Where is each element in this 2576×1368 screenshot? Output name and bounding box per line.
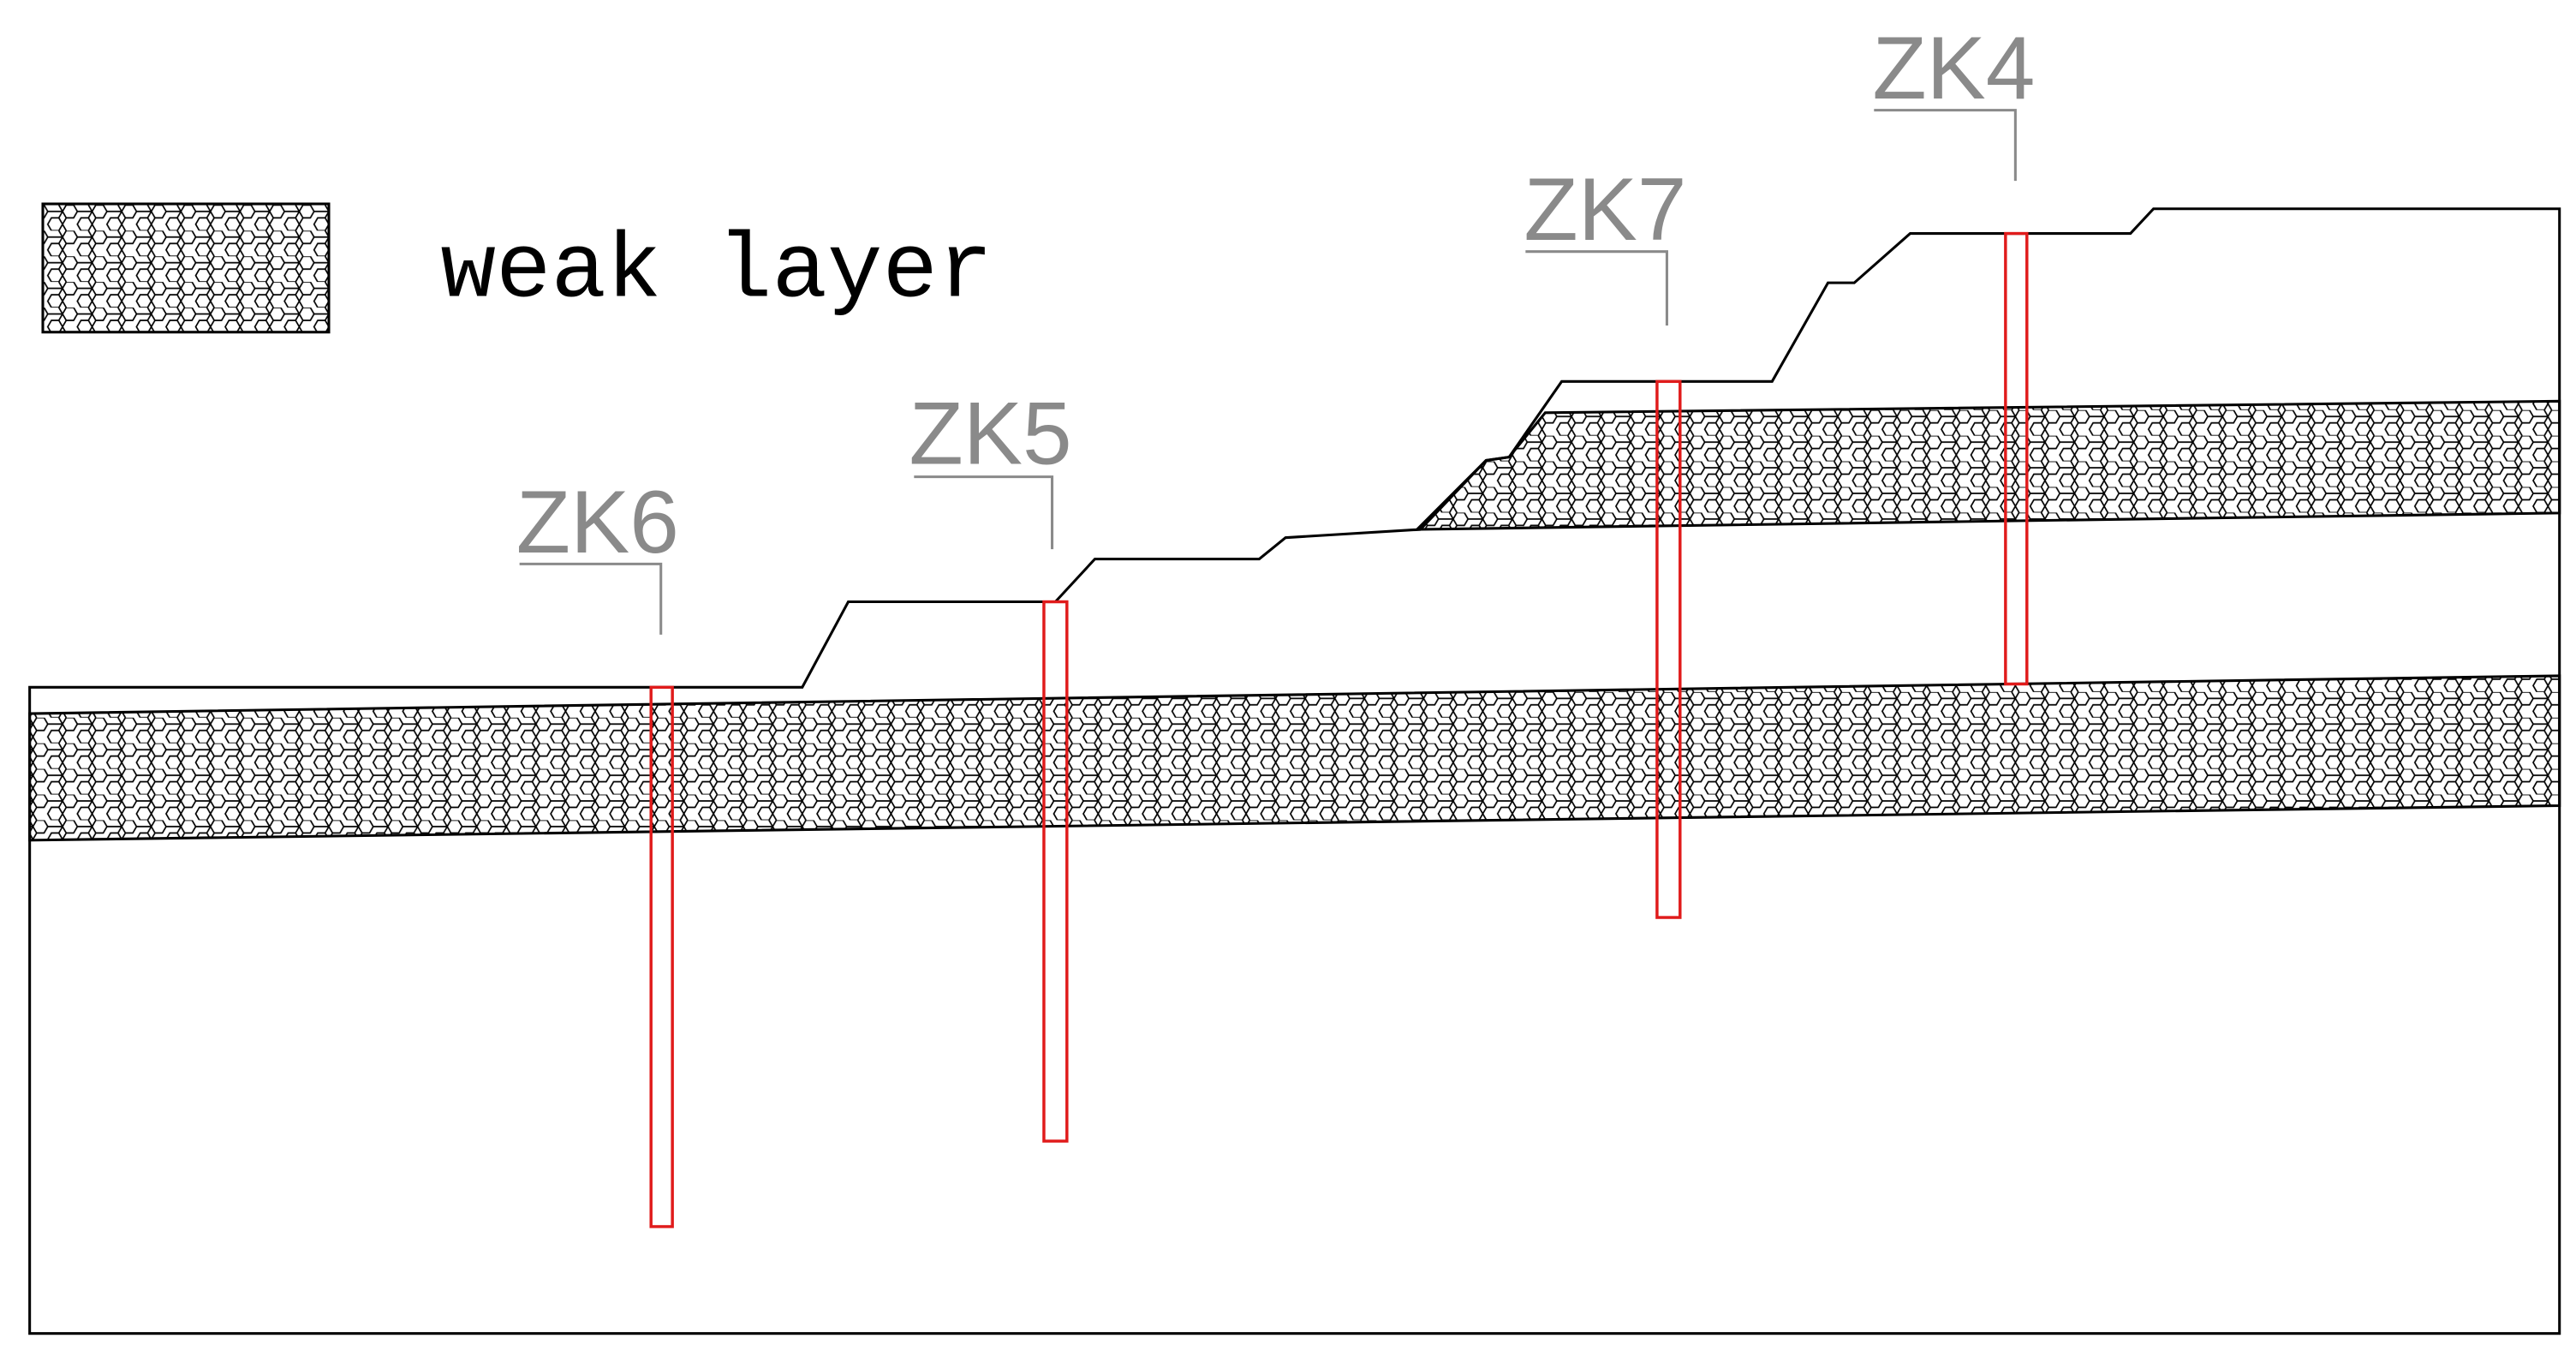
borehole-labels bbox=[519, 109, 2017, 635]
borehole-label-zk4: ZK4 bbox=[1872, 18, 2035, 117]
borehole-zk4 bbox=[2004, 231, 2029, 686]
lower-weak-layer bbox=[28, 674, 2561, 842]
boreholes bbox=[649, 231, 2029, 1228]
borehole-label-texts: ZK6 ZK5 ZK7 ZK4 bbox=[516, 18, 2036, 571]
leader-line-zk6 bbox=[519, 562, 663, 635]
borehole-label-zk7: ZK7 bbox=[1524, 159, 1686, 259]
borehole-label-zk6: ZK6 bbox=[516, 472, 679, 571]
leader-line-zk7 bbox=[1525, 250, 1668, 326]
legend-weak-layer-label: weak layer bbox=[441, 221, 993, 325]
upper-weak-layer bbox=[1413, 399, 2561, 531]
hexagon-pattern-icon bbox=[41, 202, 331, 334]
borehole-label-zk5: ZK5 bbox=[909, 383, 1072, 482]
borehole-zk5 bbox=[1042, 600, 1069, 1143]
borehole-zk7 bbox=[1655, 379, 1682, 919]
weak-layers bbox=[28, 399, 2561, 842]
leader-line-zk5 bbox=[914, 475, 1054, 550]
borehole-zk6 bbox=[649, 685, 674, 1228]
leader-line-zk4 bbox=[1874, 109, 2017, 182]
legend: weak layer bbox=[41, 202, 993, 334]
